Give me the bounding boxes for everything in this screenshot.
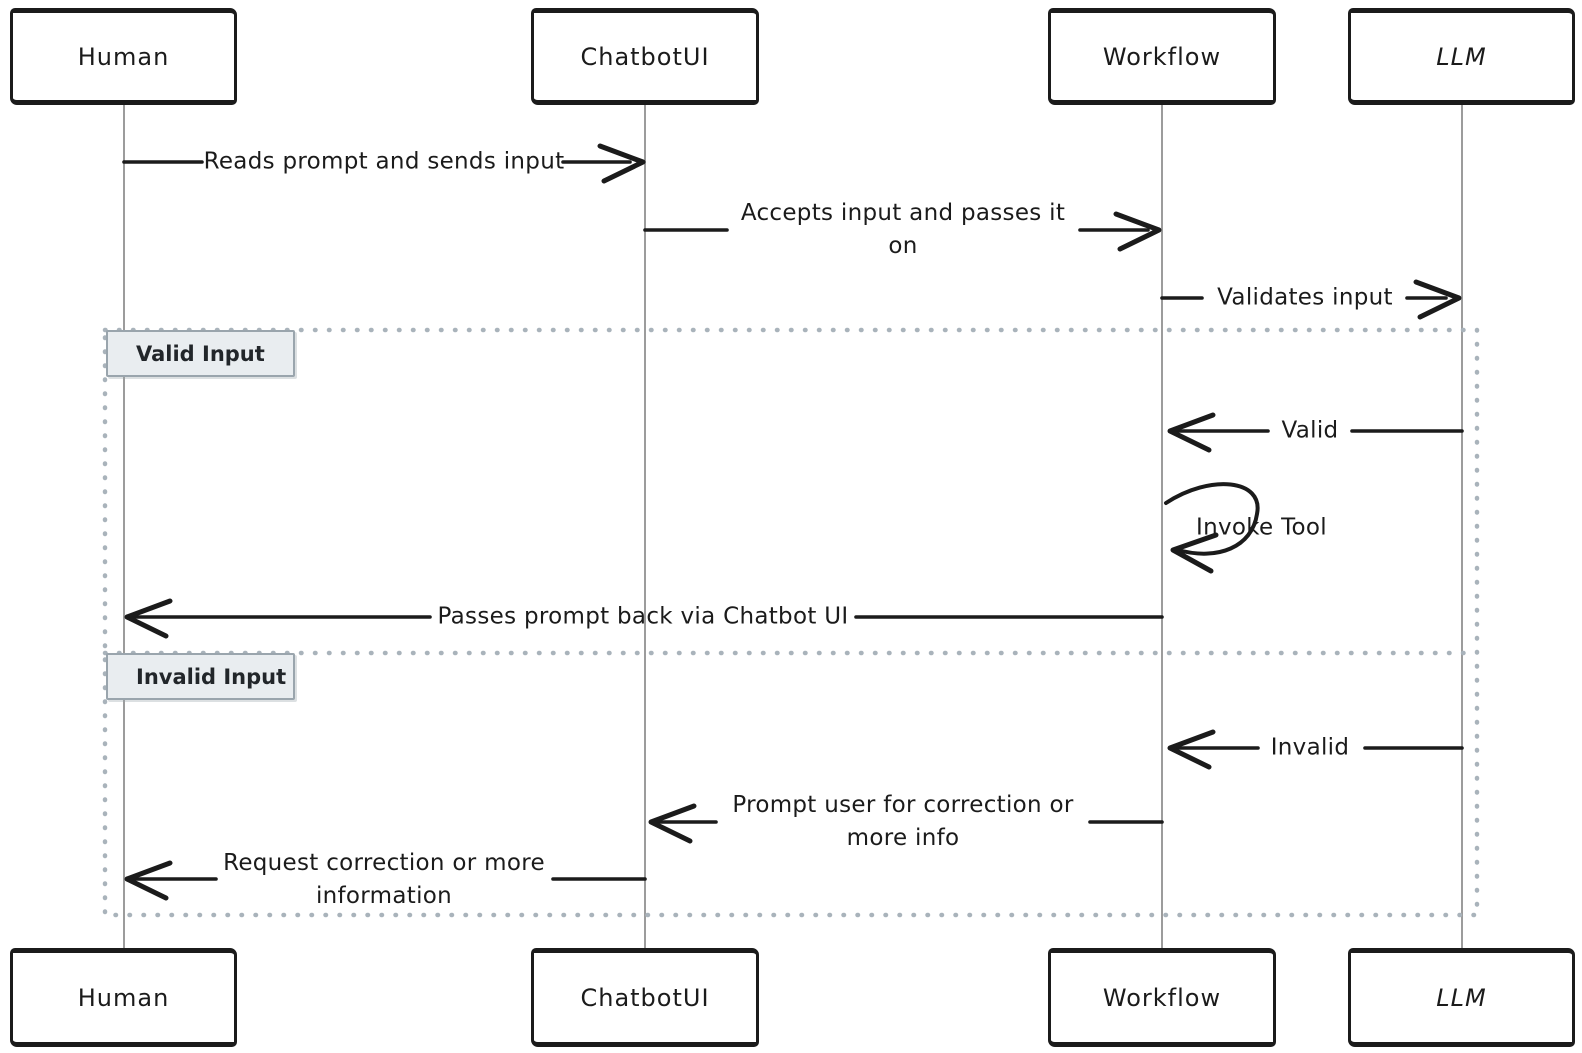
participant-label: Workflow: [1102, 983, 1222, 1012]
arrowhead-left-icon: [124, 860, 173, 901]
arrowhead-left-icon: [124, 598, 173, 639]
message-reads-prompt: Reads prompt and sends input: [204, 146, 565, 179]
participant-workflow-bottom: Workflow: [1048, 948, 1276, 1047]
lifelines: [123, 105, 1463, 948]
frame-label-valid-input: Valid Input: [106, 330, 295, 377]
message-prompt-user-correction: Prompt user for correction or more info: [732, 789, 1073, 855]
participant-label: ChatbotUI: [580, 42, 710, 71]
participant-llm-top: LLM: [1348, 8, 1575, 105]
arrow-reads-prompt: [122, 143, 646, 184]
alt-frame-border: [102, 327, 1480, 918]
participant-label: Human: [77, 983, 170, 1012]
arrow-accepts-input: [643, 211, 1162, 252]
message-text: Invoke Tool: [1196, 514, 1327, 541]
participant-label: LLM: [1436, 983, 1487, 1012]
participant-label: ChatbotUI: [580, 983, 710, 1012]
participant-llm-bottom: LLM: [1348, 948, 1575, 1047]
arrowhead-left-icon: [1170, 532, 1219, 574]
arrowhead-left-icon: [1167, 729, 1216, 770]
arrow-passes-prompt-back: [124, 598, 1164, 639]
message-text: information: [315, 883, 453, 909]
participant-label: Human: [77, 42, 170, 71]
message-text: Validates input: [1217, 284, 1393, 311]
message-text: Accepts input and passes it: [740, 200, 1066, 226]
participant-workflow-top: Workflow: [1048, 8, 1276, 105]
frame-label-text: Invalid Input: [136, 664, 287, 689]
arrow-invoke-tool-loop: [1164, 482, 1260, 574]
message-invoke-tool: Invoke Tool: [1196, 512, 1327, 545]
arrowhead-right-icon: [597, 143, 646, 184]
arrowhead-left-icon: [1167, 412, 1216, 453]
message-text: Invalid: [1270, 734, 1350, 761]
arrow-invalid: [1167, 729, 1464, 770]
participant-label: Workflow: [1102, 42, 1222, 71]
message-text: Request correction or more: [223, 850, 545, 876]
message-request-correction: Request correction or more information: [223, 847, 545, 913]
arrowhead-right-icon: [1413, 279, 1462, 320]
message-text: on: [888, 233, 918, 259]
message-accepts-input: Accepts input and passes it on: [741, 197, 1065, 263]
message-text: Prompt user for correction or: [732, 792, 1074, 818]
participant-human-bottom: Human: [10, 948, 237, 1047]
arrow-request-correction: [124, 860, 647, 901]
message-text: more info: [846, 825, 960, 851]
message-text: Valid: [1281, 417, 1339, 444]
arrow-validates-input: [1160, 279, 1462, 320]
frame-label-text: Valid Input: [136, 341, 265, 366]
participant-label: LLM: [1436, 42, 1487, 71]
message-valid: Valid: [1282, 415, 1339, 448]
alt-frame: [102, 327, 1480, 918]
arrow-prompt-user-correction: [648, 803, 1164, 844]
message-passes-prompt-back: Passes prompt back via Chatbot UI: [438, 601, 849, 634]
message-arrows: [122, 143, 1464, 901]
message-invalid: Invalid: [1271, 732, 1350, 765]
frame-label-invalid-input: Invalid Input: [106, 653, 295, 700]
arrowhead-left-icon: [648, 803, 697, 844]
message-text: Passes prompt back via Chatbot UI: [437, 603, 849, 630]
message-text: Reads prompt and sends input: [203, 148, 565, 175]
arrow-valid: [1167, 412, 1464, 453]
participant-human-top: Human: [10, 8, 237, 105]
message-validates-input: Validates input: [1217, 282, 1393, 315]
participant-chatbotui-bottom: ChatbotUI: [531, 948, 759, 1047]
arrowhead-right-icon: [1113, 211, 1162, 252]
participant-chatbotui-top: ChatbotUI: [531, 8, 759, 105]
